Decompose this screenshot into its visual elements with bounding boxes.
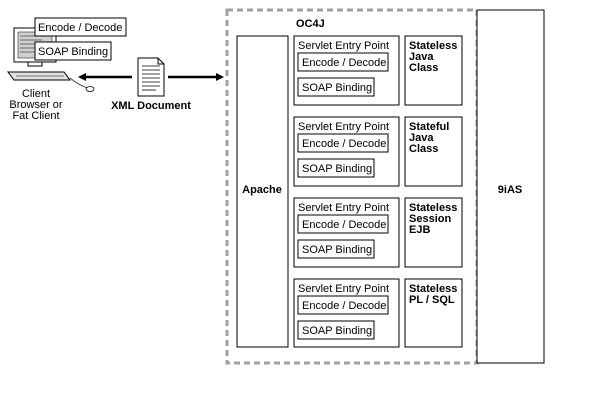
client-encode-decode-box bbox=[34, 17, 127, 37]
target-line1-4: Stateless bbox=[409, 283, 457, 295]
soap-binding-label-2: SOAP Binding bbox=[302, 163, 372, 175]
encode-decode-box-1 bbox=[297, 52, 389, 72]
encode-decode-label-2: Encode / Decode bbox=[302, 138, 386, 150]
soap-binding-label-3: SOAP Binding bbox=[302, 244, 372, 256]
ias-box bbox=[476, 9, 545, 364]
row-2: Servlet Entry Point Encode / Decode SOAP… bbox=[293, 116, 463, 187]
xml-document-label: XML Document bbox=[111, 100, 191, 112]
servlet-entry-label-3: Servlet Entry Point bbox=[298, 202, 389, 214]
soap-binding-label-4: SOAP Binding bbox=[302, 325, 372, 337]
target-line2-4: PL / SQL bbox=[409, 294, 455, 306]
target-box-4 bbox=[404, 278, 463, 348]
client-caption-line3: Fat Client bbox=[12, 110, 59, 122]
encode-decode-label-3: Encode / Decode bbox=[302, 219, 386, 231]
soap-binding-box-2 bbox=[297, 158, 375, 178]
target-line3-3: EJB bbox=[409, 224, 430, 236]
target-box-1 bbox=[404, 35, 463, 106]
row-3: Servlet Entry Point Encode / Decode SOAP… bbox=[293, 197, 463, 268]
oc4j-container bbox=[225, 8, 479, 365]
servlet-entry-label-1: Servlet Entry Point bbox=[298, 40, 389, 52]
soap-binding-box-3 bbox=[297, 239, 375, 259]
target-line2-1: Java bbox=[409, 51, 434, 63]
encode-decode-box-4 bbox=[297, 295, 389, 315]
client-soap-binding-label: SOAP Binding bbox=[38, 46, 108, 58]
target-line1-2: Stateful bbox=[409, 121, 449, 133]
target-line1-3: Stateless bbox=[409, 202, 457, 214]
ias-label: 9iAS bbox=[498, 184, 522, 196]
client-caption-line1: Client bbox=[22, 88, 50, 100]
apache-label: Apache bbox=[242, 184, 282, 196]
servlet-entry-label-2: Servlet Entry Point bbox=[298, 121, 389, 133]
target-line1-1: Stateless bbox=[409, 40, 457, 52]
soap-binding-box-1 bbox=[297, 77, 375, 97]
apache-box bbox=[236, 35, 289, 348]
target-box-3 bbox=[404, 197, 463, 268]
target-box-2 bbox=[404, 116, 463, 187]
target-line3-1: Class bbox=[409, 62, 438, 74]
row-1: Servlet Entry Point Encode / Decode SOAP… bbox=[293, 35, 463, 106]
target-line2-3: Session bbox=[409, 213, 451, 225]
soap-binding-box-4 bbox=[297, 320, 375, 340]
encode-decode-label-1: Encode / Decode bbox=[302, 57, 386, 69]
encode-decode-label-4: Encode / Decode bbox=[302, 300, 386, 312]
encode-decode-box-2 bbox=[297, 133, 389, 153]
oc4j-title: OC4J bbox=[296, 18, 325, 30]
client-encode-decode-label: Encode / Decode bbox=[38, 22, 122, 34]
servlet-entry-label-4: Servlet Entry Point bbox=[298, 283, 389, 295]
soap-binding-label-1: SOAP Binding bbox=[302, 82, 372, 94]
target-line2-2: Java bbox=[409, 132, 434, 144]
xml-document-icon bbox=[137, 57, 165, 97]
row-4: Servlet Entry Point Encode / Decode SOAP… bbox=[293, 278, 463, 348]
client-caption-line2: Browser or bbox=[9, 99, 63, 111]
target-line3-2: Class bbox=[409, 143, 438, 155]
encode-decode-box-3 bbox=[297, 214, 389, 234]
client-soap-binding-box bbox=[34, 41, 112, 61]
